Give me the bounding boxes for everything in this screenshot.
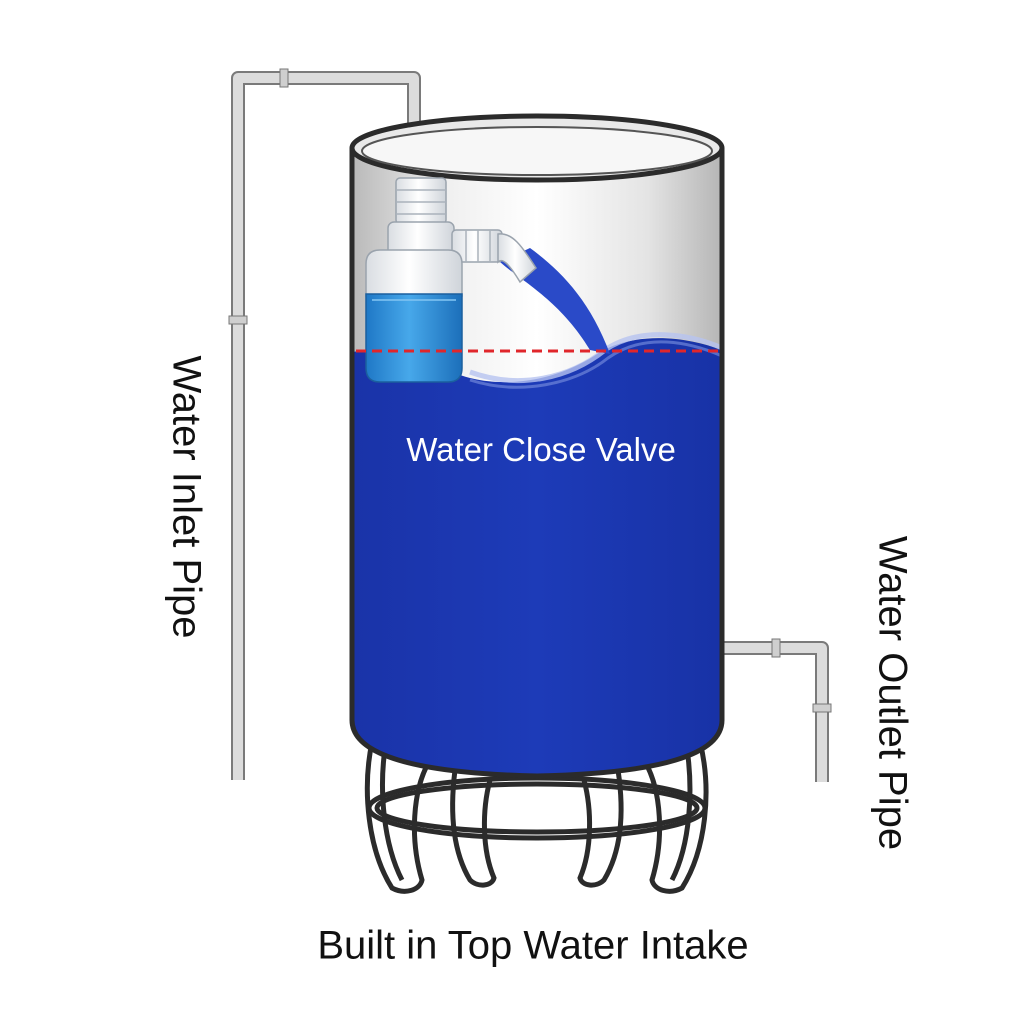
float-valve (365, 177, 537, 383)
outlet-pipe-label: Water Outlet Pipe (870, 535, 915, 851)
inlet-pipe-label: Water Inlet Pipe (164, 355, 209, 639)
outlet-pipe (722, 638, 832, 782)
water-fill (352, 338, 722, 776)
valve-label: Water Close Valve (406, 431, 676, 468)
intake-caption: Built in Top Water Intake (317, 923, 749, 968)
